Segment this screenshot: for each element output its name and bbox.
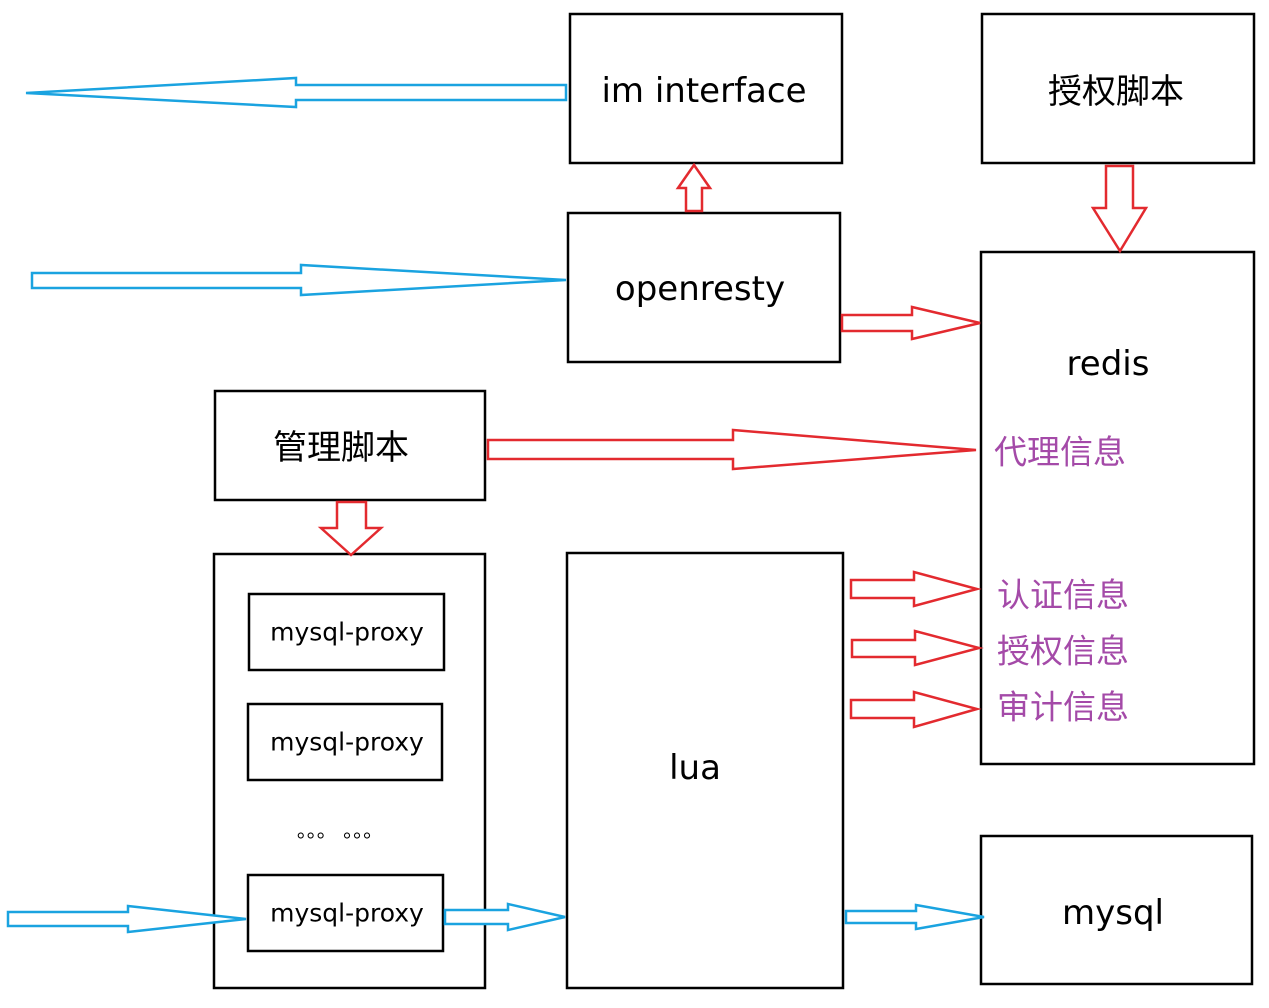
mysql-box: mysql (979, 834, 1254, 986)
im-interface-label: im interface (601, 71, 806, 111)
blue-arrow-into-openresty (30, 263, 567, 297)
red-arrow-lua-to-authz (850, 629, 984, 667)
authz-info-label: 授权信息 (997, 632, 1129, 671)
redis-box: redis 代理信息 认证信息 授权信息 审计信息 (979, 250, 1256, 766)
mgmt-script-box: 管理脚本 (213, 389, 487, 502)
authn-info-label: 认证信息 (997, 576, 1129, 615)
mysql-proxy-box-3: mysql-proxy (246, 873, 445, 953)
red-arrow-openresty-to-redis (840, 305, 981, 341)
mysql-label: mysql (1062, 893, 1164, 933)
red-arrow-mgmt-to-proxy-info (486, 428, 977, 471)
mysql-proxy-box-1: mysql-proxy (247, 592, 446, 672)
auth-script-box: 授权脚本 (980, 12, 1256, 165)
red-arrow-lua-to-audit (849, 690, 982, 729)
redis-label: redis (1067, 344, 1150, 384)
mysql-proxy-3-label: mysql-proxy (270, 899, 424, 928)
lua-label: lua (669, 748, 721, 788)
mysql-proxy-group-box: mysql-proxy mysql-proxy 。。。 。。。 mysql-pr… (212, 552, 487, 990)
blue-arrow-proxy-to-lua (443, 902, 566, 932)
red-arrow-lua-to-authn (849, 570, 982, 608)
mgmt-script-label: 管理脚本 (273, 428, 409, 468)
im-interface-box: im interface (568, 12, 844, 165)
ellipsis: 。。。 。。。 (297, 818, 383, 842)
red-arrow-mgmt-to-proxy-group (317, 500, 385, 557)
red-arrow-openresty-to-im (675, 162, 713, 213)
blue-arrow-lua-to-mysql (844, 903, 985, 931)
audit-info-label: 审计信息 (997, 688, 1129, 727)
openresty-label: openresty (615, 269, 785, 309)
mysql-proxy-box-2: mysql-proxy (246, 702, 444, 782)
red-arrow-auth-to-redis (1090, 164, 1149, 254)
lua-box: lua (565, 551, 845, 990)
openresty-box: openresty (566, 211, 842, 364)
mysql-proxy-2-label: mysql-proxy (270, 728, 424, 757)
auth-script-label: 授权脚本 (1048, 72, 1184, 112)
blue-arrow-into-mysql-proxy (6, 904, 247, 934)
mysql-proxy-1-label: mysql-proxy (270, 618, 424, 647)
proxy-info-label: 代理信息 (994, 433, 1126, 472)
blue-arrow-im-interface-out (25, 76, 568, 109)
